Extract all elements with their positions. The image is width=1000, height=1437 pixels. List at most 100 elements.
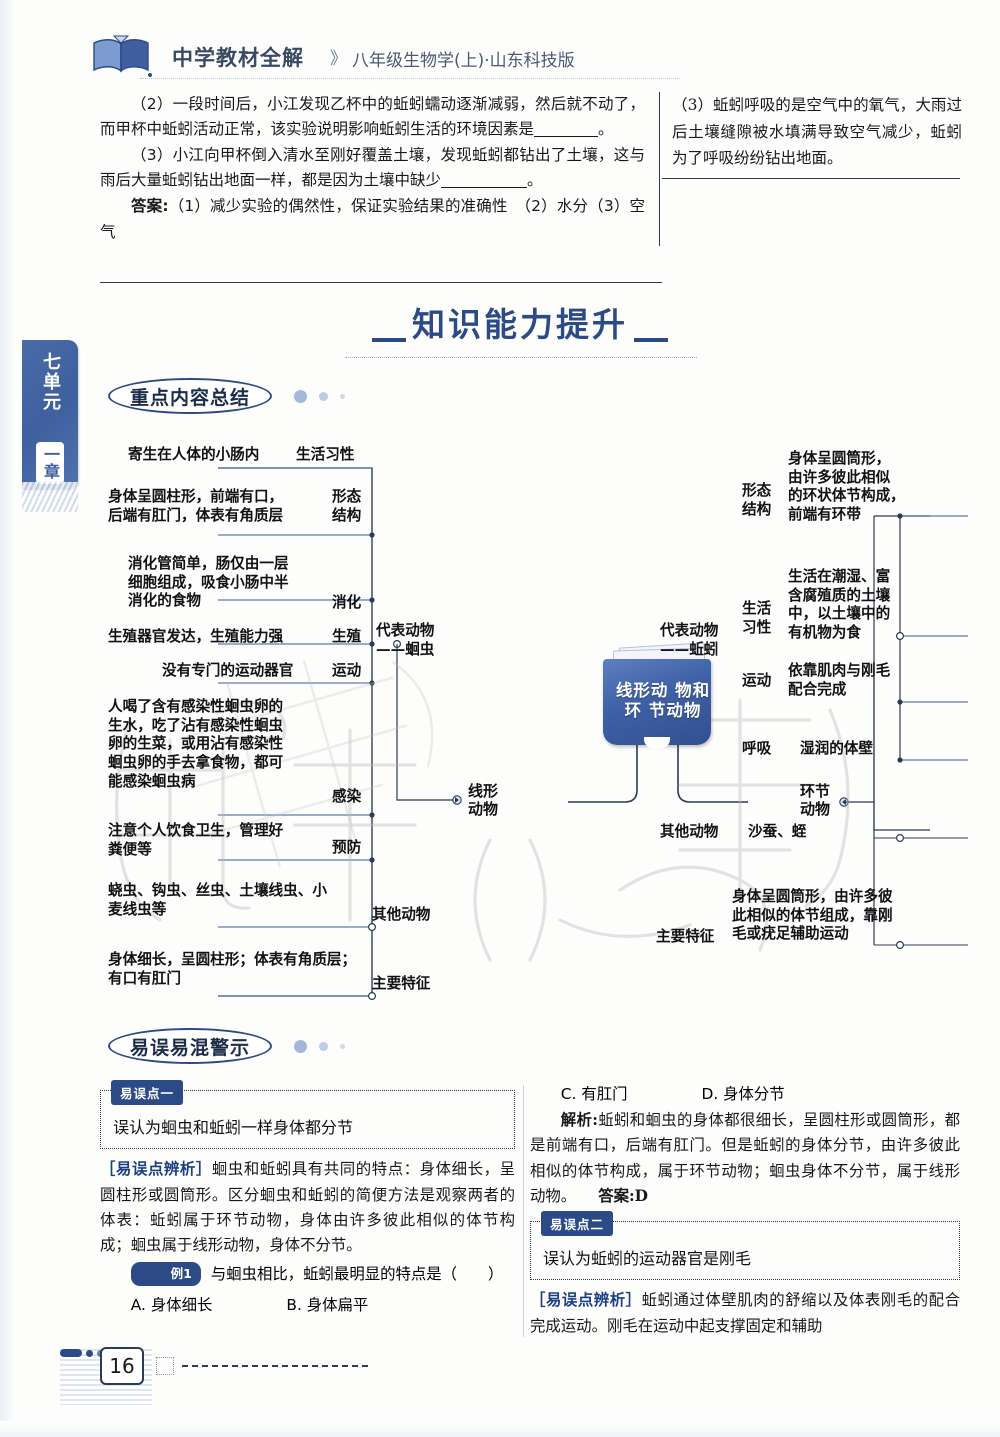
bottom-left-column: 易误点一 误认为蛔虫和蚯蚓一样身体都分节 ［易误点辨析］蛔虫和蚯蚓具有共同的特点…	[100, 1080, 515, 1315]
dot-large	[294, 390, 307, 403]
sidebar-chapter-label: 一章	[36, 442, 64, 484]
mindmap-left-text-8: 身体细长，呈圆柱形；体表有角质层； 有口有肛门	[108, 951, 357, 987]
mistake-box-two: 易误点二 误认为蚯蚓的运动器官是刚毛	[530, 1211, 960, 1281]
book-title: 中学教材全解	[172, 46, 304, 70]
mindmap-left-text-4: 没有专门的运动器官	[162, 662, 294, 679]
question-3: （3）小江向甲杯倒入清水至刚好覆盖土壤，发现蚯蚓都钻出了土壤，这与雨后大量蚯蚓钻…	[100, 146, 645, 190]
dot-small	[340, 1044, 345, 1049]
book-cover: 线形动 物和环 节动物	[603, 659, 711, 749]
example-stem: 与蛔虫相比，蚯蚓最明显的特点是（ ）	[210, 1265, 504, 1284]
mindmap-left-key-5: 感染	[332, 788, 362, 805]
answer-explanation-3: （3）蚯蚓呼吸的是空气中的氧气，大雨过后土壤缝隙被水填满导致空气减少，蚯蚓为了呼…	[672, 96, 962, 168]
answer-line: 答案:（1）减少实验的偶然性，保证实验结果的准确性 （2）水分（3）空气	[100, 197, 646, 241]
sidebar-unit-tab: 七单元 一章	[22, 340, 78, 490]
banner-dash-left-icon	[372, 338, 406, 342]
analysis-text: 蛔虫和蚯蚓具有共同的特点：身体细长，呈圆柱形或圆筒形。区分蛔虫和蚯蚓的简便方法是…	[100, 1160, 515, 1255]
mindmap-hub-right: 环节 动物	[800, 782, 831, 818]
bottom-column-divider	[523, 1085, 524, 1337]
header-divider	[140, 78, 680, 79]
banner-dash-right-icon	[634, 338, 668, 342]
banner-title: 知识能力提升	[412, 305, 628, 344]
book-bottom-notch	[644, 737, 670, 749]
explanation-label: 解析:	[560, 1111, 598, 1129]
mindmap-left-text-3: 生殖器官发达，生殖能力强	[108, 628, 284, 645]
page-number: 16	[100, 1347, 144, 1385]
analysis-label: ［易误点辨析］	[530, 1291, 642, 1310]
mindmap-left-text-2: 消化管简单，肠仅由一层 细胞组成，吸食小肠中半 消化的食物	[128, 555, 289, 610]
section-banner: 知识能力提升	[330, 296, 710, 358]
mindmap-connectors	[218, 467, 968, 1000]
mindmap-right-text-4: 沙蚕、蛭	[748, 823, 807, 840]
subsection-summary-label: 重点内容总结	[129, 386, 250, 409]
mindmap-right-key-4: 其他动物	[660, 823, 719, 840]
footer-rule	[182, 1365, 368, 1367]
open-book-logo-icon	[90, 34, 152, 78]
sidebar-unit-label: 七单元	[40, 352, 61, 412]
mindmap-hub-left: 线形 动物	[468, 782, 499, 818]
option-c: C. 有肛门	[560, 1085, 628, 1103]
analysis-label: ［易误点辨析］	[100, 1160, 212, 1179]
answer-blank	[441, 187, 528, 189]
mindmap-left-key-4: 运动	[332, 662, 362, 679]
subsection-summary-pill: 重点内容总结	[108, 378, 272, 414]
sidebar-tab-shadow	[22, 482, 78, 512]
analysis-text: 蚯蚓通过体壁肌肉的舒缩以及体表刚毛的配合完成运动。刚毛在运动中起支撑固定和辅助	[530, 1291, 960, 1335]
chevron-right-icon: 》	[330, 49, 347, 69]
mistake-one-statement: 误认为蛔虫和蚯蚓一样身体都分节	[113, 1118, 354, 1137]
dot-medium	[319, 1042, 328, 1051]
period: 。	[527, 171, 543, 190]
explanation-answer: 答案:D	[598, 1186, 648, 1205]
option-b: B. 身体扁平	[286, 1296, 369, 1315]
subsection-mistakes-pill: 易误易混警示	[108, 1028, 272, 1064]
mindmap-right-text-0: 身体呈圆筒形， 由许多彼此相似 的环状体节构成， 前端有环带	[788, 450, 905, 524]
mindmap-center-book-icon: 线形动 物和环 节动物	[597, 642, 717, 750]
period: 。	[598, 120, 614, 139]
footer-square-icon	[156, 1357, 174, 1375]
mindmap-left-text-6: 注意个人饮食卫生，管理好 粪便等	[108, 822, 284, 858]
example-options-cd: C. 有肛门 D. 身体分节	[530, 1082, 960, 1104]
page-left-edge	[0, 0, 18, 1437]
mindmap-left-key-6: 预防	[332, 839, 362, 856]
mindmap-left-key-0: 生活习性	[296, 446, 355, 463]
mindmap-left-key-7: 其他动物	[372, 906, 431, 923]
mindmap-right-key-3: 呼吸	[742, 740, 772, 757]
book-subtitle: 八年级生物学(上)·山东科技版	[352, 51, 575, 71]
top-question-right-column: （3）蚯蚓呼吸的是空气中的氧气，大雨过后土壤缝隙被水填满导致空气减少，蚯蚓为了呼…	[672, 92, 962, 172]
mindmap-left-key-2: 消化	[332, 594, 362, 611]
top-question-left-column: （2）一段时间后，小江发现乙杯中的蚯蚓蠕动逐渐减弱，然后就不动了，而甲杯中蚯蚓活…	[100, 92, 660, 246]
dot-small	[340, 394, 345, 399]
dot-medium	[319, 392, 328, 401]
option-d: D. 身体分节	[701, 1085, 785, 1103]
question-2: （2）一段时间后，小江发现乙杯中的蚯蚓蠕动逐渐减弱，然后就不动了，而甲杯中蚯蚓活…	[100, 95, 645, 139]
mistake-two-analysis: ［易误点辨析］蚯蚓通过体壁肌肉的舒缩以及体表刚毛的配合完成运动。刚毛在运动中起支…	[530, 1288, 960, 1339]
mindmap-left-text-0: 寄生在人体的小肠内	[128, 446, 260, 463]
mindmap-center-label: 线形动 物和环 节动物	[615, 681, 711, 721]
mindmap-left-text-1: 身体呈圆柱形，前端有口， 后端有肛门，体表有角质层	[108, 488, 284, 524]
example-options-ab: A. 身体细长 B. 身体扁平	[100, 1293, 515, 1315]
mindmap-right-text-5: 身体呈圆筒形，由许多彼 此相似的体节组成，靠刚 毛或疣足辅助运动	[732, 888, 893, 943]
summary-pill-dots	[294, 390, 345, 403]
mindmap-left-key-1: 形态 结构	[332, 488, 362, 524]
bottom-content: 易误点一 误认为蛔虫和蚯蚓一样身体都分节 ［易误点辨析］蛔虫和蚯蚓具有共同的特点…	[100, 1080, 960, 1340]
page-footer: 16	[60, 1345, 460, 1405]
question-right-bottom-rule	[662, 178, 960, 179]
page-bottom-edge	[0, 1421, 1000, 1437]
explanation-text: 蚯蚓和蛔虫的身体都很细长，呈圆柱形或圆筒形，都是前端有口，后端有肛门。但是蚯蚓的…	[530, 1111, 960, 1205]
mindmap-right-key-2: 运动	[742, 672, 772, 689]
mindmap-left-key-8: 主要特征	[372, 975, 431, 992]
option-a: A. 身体细长	[130, 1296, 213, 1315]
mindmap-right-text-2: 依靠肌肉与刚毛 配合完成	[788, 662, 891, 698]
mindmap-right-key-1: 生活 习性	[742, 600, 772, 636]
top-question-area: （2）一段时间后，小江发现乙杯中的蚯蚓蠕动逐渐减弱，然后就不动了，而甲杯中蚯蚓活…	[100, 92, 962, 282]
mindmap-right-text-1: 生活在潮湿、富 含腐殖质的土壤 中，以土壤中的 有机物为食	[788, 568, 891, 642]
mindmap-left-key-3: 生殖	[332, 628, 362, 645]
mistake-box-one: 易误点一 误认为蛔虫和蚯蚓一样身体都分节	[100, 1080, 515, 1150]
example-explanation: 解析:蚯蚓和蛔虫的身体都很细长，呈圆柱形或圆筒形，都是前端有口，后端有肛门。但是…	[530, 1108, 960, 1209]
question-box-bottom-rule	[100, 282, 662, 283]
page-header: 中学教材全解 》 八年级生物学(上)·山东科技版	[90, 34, 710, 88]
bottom-right-column: C. 有肛门 D. 身体分节 解析:蚯蚓和蛔虫的身体都很细长，呈圆柱形或圆筒形，都…	[530, 1082, 960, 1339]
answer-blank	[534, 136, 599, 138]
footer-dot-1	[86, 1349, 93, 1357]
